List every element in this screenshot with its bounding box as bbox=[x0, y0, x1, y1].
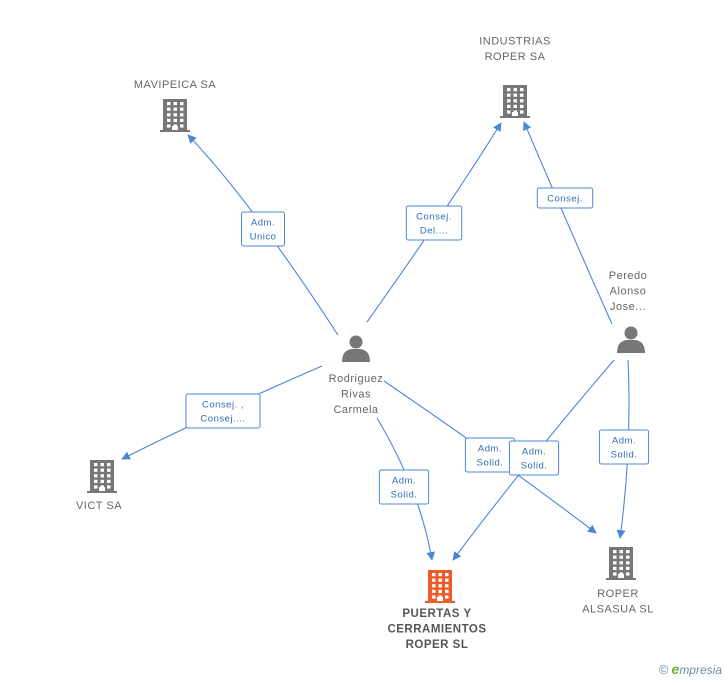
edge-label[interactable]: Consej. bbox=[536, 187, 594, 209]
node-label: Peredo bbox=[609, 270, 647, 282]
edge-label-text: Unico bbox=[250, 232, 277, 243]
copyright-symbol: © bbox=[658, 662, 669, 677]
edge-label[interactable]: Adm. Solid. bbox=[464, 437, 516, 473]
edge-label[interactable]: Adm. Solid. bbox=[378, 469, 430, 505]
edge-label-text: Consej.... bbox=[200, 414, 245, 425]
node-label: Rodriguez bbox=[329, 373, 384, 385]
node-roper_alsasua[interactable]: ROPER ALSASUA SL bbox=[582, 547, 654, 616]
building-icon bbox=[160, 99, 190, 132]
edge-label-box bbox=[378, 469, 430, 505]
edge-label-text: Consej. bbox=[547, 194, 583, 205]
node-puertas[interactable]: PUERTAS Y CERRAMIENTOS ROPER SL bbox=[387, 570, 486, 651]
node-label: Carmela bbox=[333, 404, 378, 416]
building-icon bbox=[606, 547, 636, 580]
node-mavipeica[interactable]: MAVIPEICA SA bbox=[134, 79, 216, 132]
edge-label-text: Solid. bbox=[477, 458, 504, 469]
edge-label-box bbox=[536, 187, 594, 209]
node-label: ROPER SA bbox=[485, 51, 546, 63]
brand-logo-text: mpresia bbox=[679, 663, 722, 677]
edge-label-text: Del.... bbox=[420, 226, 448, 237]
node-label: ALSASUA SL bbox=[582, 604, 654, 616]
node-label: INDUSTRIAS bbox=[479, 36, 551, 48]
node-label: Jose... bbox=[610, 301, 646, 313]
node-label: MAVIPEICA SA bbox=[134, 79, 216, 91]
edge-label-box bbox=[508, 440, 560, 476]
edge-label-text: Adm. bbox=[478, 444, 502, 455]
person-icon bbox=[617, 326, 645, 353]
edge-label-text: Solid. bbox=[521, 461, 548, 472]
node-peredo[interactable]: PeredoAlonsoJose... bbox=[609, 270, 647, 353]
node-label: ROPER bbox=[597, 588, 639, 600]
edge-label[interactable]: Adm. Solid. bbox=[508, 440, 560, 476]
edge-label-box bbox=[241, 211, 285, 247]
node-industrias[interactable]: INDUSTRIAS ROPER SA bbox=[479, 36, 551, 119]
edge-label-text: Solid. bbox=[611, 450, 638, 461]
building-icon bbox=[87, 460, 117, 493]
node-label: Alonso bbox=[610, 286, 647, 298]
node-label: PUERTAS Y bbox=[402, 608, 471, 620]
edge-label-box bbox=[185, 393, 261, 429]
building-icon bbox=[425, 570, 455, 603]
edge-label-text: Adm. bbox=[612, 436, 636, 447]
edge-label-text: Adm. bbox=[392, 476, 416, 487]
nodes-layer: MAVIPEICA SA INDUSTRIAS ROPER SA PeredoAlon… bbox=[76, 36, 654, 652]
node-label: CERRAMIENTOS bbox=[387, 624, 486, 636]
edge-label-text: Consej. bbox=[416, 212, 452, 223]
edge-label-box bbox=[405, 205, 463, 241]
person-icon bbox=[342, 335, 370, 362]
edge-label-text: Solid. bbox=[391, 490, 418, 501]
edge-label[interactable]: Consej. , Consej.... bbox=[185, 393, 261, 429]
edge-label[interactable]: Consej. Del.... bbox=[405, 205, 463, 241]
edge-label[interactable]: Adm. Unico bbox=[241, 211, 285, 247]
node-vict[interactable]: VICT SA bbox=[76, 460, 122, 512]
node-label: ROPER SL bbox=[406, 639, 469, 651]
edge-label[interactable]: Adm. Solid. bbox=[598, 429, 650, 465]
node-label: Rivas bbox=[341, 389, 371, 401]
edge-label-text: Adm. bbox=[522, 447, 546, 458]
brand-logo-initial: e bbox=[671, 661, 680, 677]
node-label: VICT SA bbox=[76, 500, 122, 512]
edge-label-text: Adm. bbox=[251, 218, 275, 229]
edge-label-text: Consej. , bbox=[202, 400, 244, 411]
building-icon bbox=[500, 85, 530, 118]
edge-label-box bbox=[598, 429, 650, 465]
empresia-watermark[interactable]: ©empresia bbox=[659, 661, 722, 677]
edge-peredo-to-industrias bbox=[523, 121, 613, 325]
